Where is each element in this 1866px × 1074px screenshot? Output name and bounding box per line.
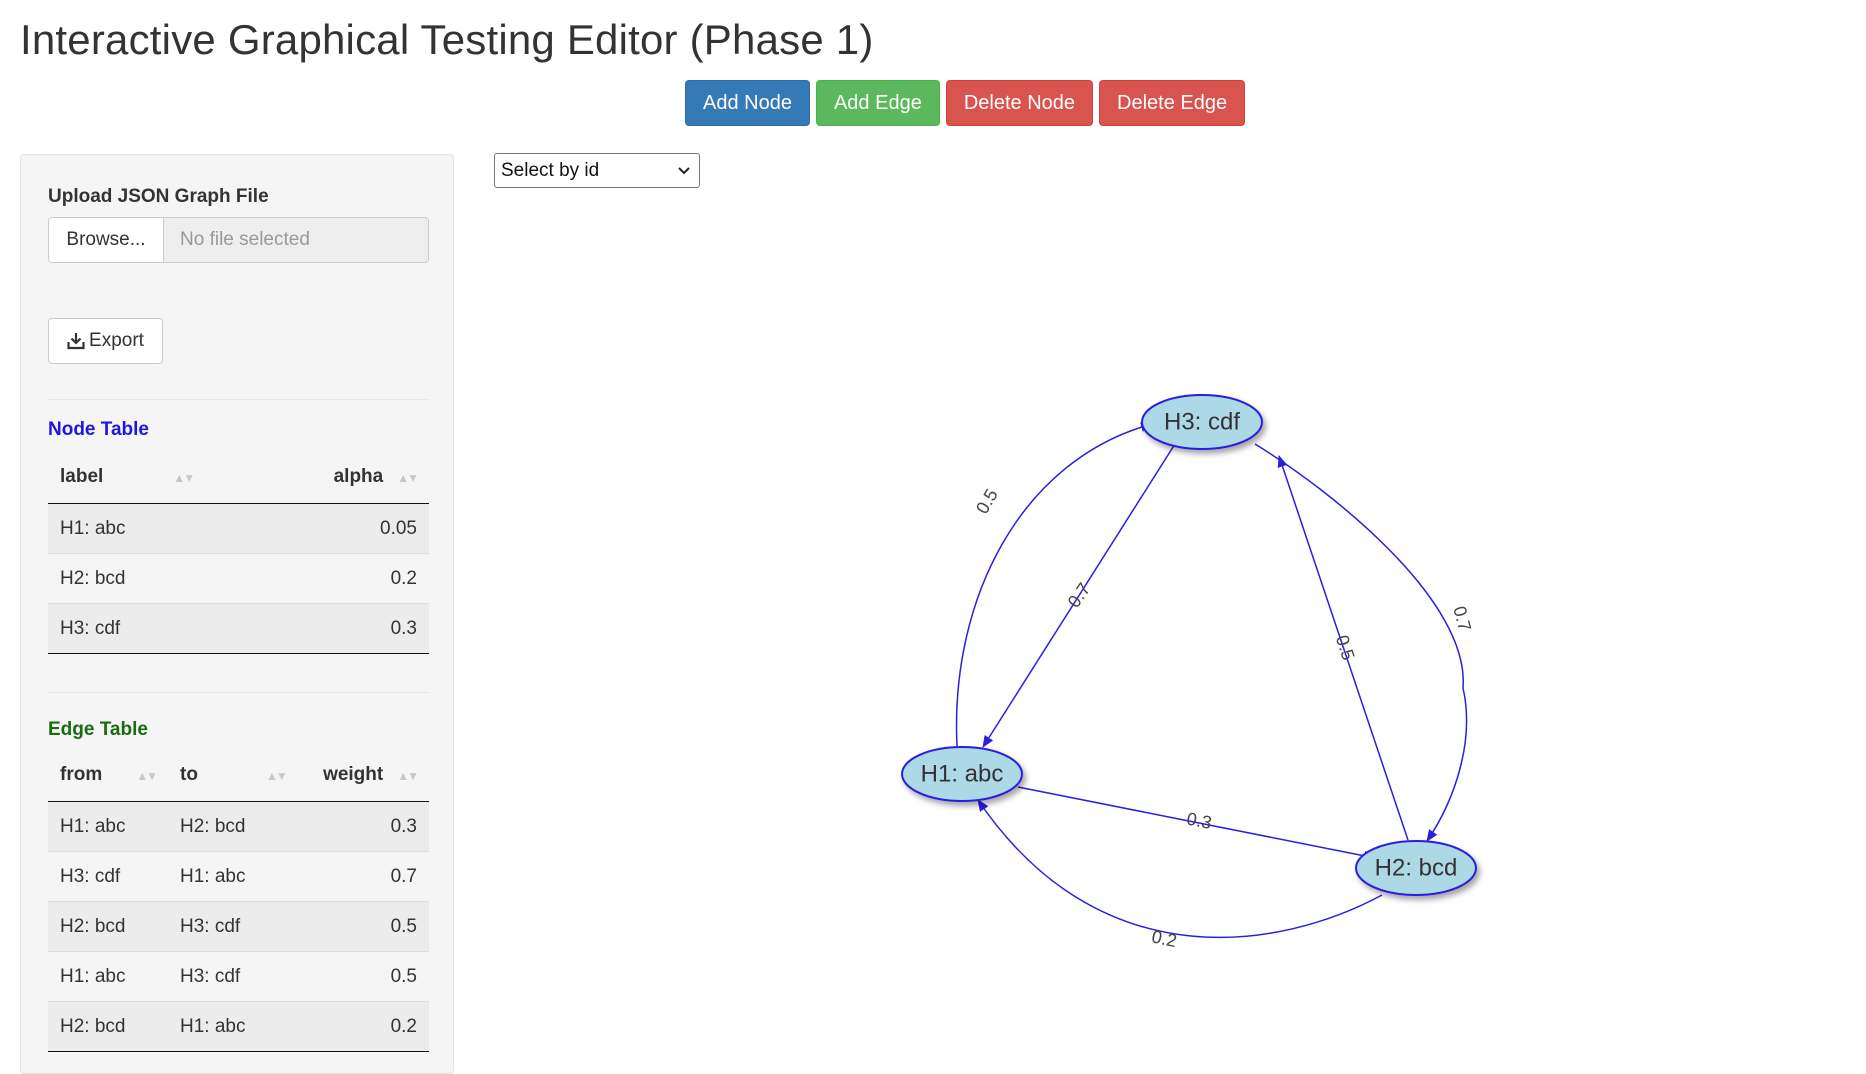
edge-weight-label: 0.7 — [1064, 579, 1095, 611]
page-title: Interactive Graphical Testing Editor (Ph… — [20, 16, 874, 63]
sort-icon: ▲▼ — [397, 769, 419, 783]
edge-weight-label: 0.2 — [1150, 926, 1179, 951]
edge-H2-H3[interactable] — [1277, 455, 1409, 841]
graph-node-H3[interactable]: H3: cdf — [1141, 394, 1263, 450]
table-row[interactable]: H3: cdf 0.3 — [48, 603, 429, 654]
file-name-field[interactable]: No file selected — [164, 218, 428, 262]
graph-node-H1[interactable]: H1: abc — [901, 746, 1023, 802]
cell-to: H2: bcd — [168, 801, 298, 852]
edge-H3-H1[interactable] — [982, 443, 1176, 748]
edge-H2-H1[interactable] — [977, 799, 1383, 939]
delete-edge-button[interactable]: Delete Edge — [1099, 80, 1246, 126]
file-input[interactable]: Browse... No file selected — [48, 217, 429, 263]
cell-label: H1: abc — [48, 503, 275, 554]
edge-weight-label: 0.3 — [1185, 809, 1213, 833]
cell-label: H2: bcd — [48, 553, 275, 604]
cell-label: H3: cdf — [48, 603, 275, 654]
table-row[interactable]: H2: bcd H1: abc 0.2 — [48, 1001, 429, 1052]
cell-alpha: 0.05 — [274, 503, 429, 554]
divider — [48, 692, 429, 693]
sidebar-panel: Upload JSON Graph File Browse... No file… — [20, 154, 454, 1074]
node-label: H2: bcd — [1375, 854, 1458, 881]
edge-weight-label: 0.5 — [1332, 633, 1359, 663]
cell-to: H3: cdf — [168, 951, 298, 1002]
graph-node-H2[interactable]: H2: bcd — [1355, 840, 1477, 896]
cell-from: H3: cdf — [48, 851, 168, 902]
edge-table-title: Edge Table — [48, 719, 148, 740]
add-node-button[interactable]: Add Node — [685, 80, 810, 126]
cell-from: H1: abc — [48, 951, 168, 1002]
edge-H3-H2[interactable] — [1254, 443, 1468, 842]
browse-button[interactable]: Browse... — [49, 218, 164, 262]
chevron-down-icon — [678, 166, 690, 174]
cell-weight: 0.5 — [297, 901, 429, 952]
cell-from: H2: bcd — [48, 901, 168, 952]
node-ellipse[interactable] — [1355, 840, 1477, 896]
export-button[interactable]: Export — [48, 318, 163, 364]
export-label: Export — [89, 330, 144, 351]
cell-weight: 0.5 — [297, 951, 429, 1002]
column-header-from[interactable]: from▲▼ — [48, 749, 168, 802]
cell-weight: 0.2 — [297, 1001, 429, 1052]
cell-alpha: 0.3 — [274, 603, 429, 654]
upload-label: Upload JSON Graph File — [48, 186, 269, 207]
table-row[interactable]: H2: bcd H3: cdf 0.5 — [48, 901, 429, 952]
sort-icon: ▲▼ — [397, 471, 419, 485]
cell-to: H3: cdf — [168, 901, 298, 952]
cell-from: H1: abc — [48, 801, 168, 852]
node-ellipse[interactable] — [1141, 394, 1263, 450]
sort-icon: ▲▼ — [136, 769, 158, 783]
delete-node-button[interactable]: Delete Node — [945, 80, 1094, 126]
table-row[interactable]: H1: abc H2: bcd 0.3 — [48, 801, 429, 852]
cell-weight: 0.3 — [297, 801, 429, 852]
node-label: H1: abc — [921, 760, 1004, 787]
cell-to: H1: abc — [168, 1001, 298, 1052]
toolbar: Add Node Add Edge Delete Node Delete Edg… — [685, 80, 1246, 126]
column-header-to[interactable]: to▲▼ — [168, 749, 298, 802]
table-row[interactable]: H2: bcd 0.2 — [48, 553, 429, 604]
node-table-title: Node Table — [48, 419, 149, 440]
cell-from: H2: bcd — [48, 1001, 168, 1052]
sort-icon: ▲▼ — [265, 769, 288, 783]
divider — [48, 399, 429, 400]
edge-weight-label: 0.7 — [1449, 604, 1475, 633]
sort-icon: ▲▼ — [173, 471, 195, 485]
column-header-alpha[interactable]: alpha▲▼ — [274, 451, 429, 504]
download-icon — [67, 333, 85, 350]
edge-table: from▲▼ to▲▼ weight▲▼ H1: abc H2: bcd 0.3… — [48, 749, 429, 1052]
cell-to: H1: abc — [168, 851, 298, 902]
cell-alpha: 0.2 — [274, 553, 429, 604]
cell-weight: 0.7 — [297, 851, 429, 902]
select-value: Select by id — [501, 159, 600, 181]
node-table: label▲▼ alpha▲▼ H1: abc 0.05 H2: bcd 0.2… — [48, 451, 429, 654]
edge-H1-H3[interactable] — [955, 422, 1153, 747]
column-header-weight[interactable]: weight▲▼ — [297, 749, 429, 802]
table-row[interactable]: H3: cdf H1: abc 0.7 — [48, 851, 429, 902]
column-header-label[interactable]: label▲▼ — [48, 451, 275, 504]
add-edge-button[interactable]: Add Edge — [815, 80, 940, 126]
select-by-id-dropdown[interactable]: Select by id — [494, 153, 700, 188]
table-row[interactable]: H1: abc H3: cdf 0.5 — [48, 951, 429, 1002]
edge-weight-label: 0.5 — [972, 486, 1002, 518]
node-ellipse[interactable] — [901, 746, 1023, 802]
edge-H1-H2[interactable] — [1017, 786, 1376, 861]
node-label: H3: cdf — [1164, 408, 1240, 435]
table-row[interactable]: H1: abc 0.05 — [48, 503, 429, 554]
